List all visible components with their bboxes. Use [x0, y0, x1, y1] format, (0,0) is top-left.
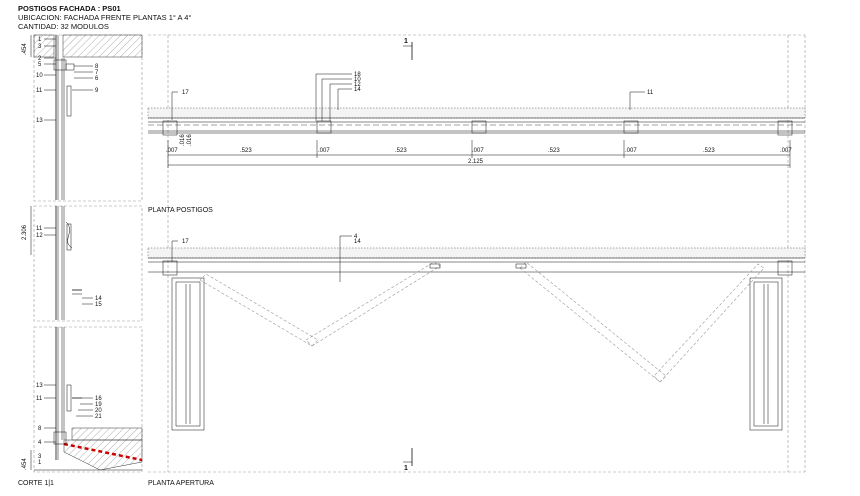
svg-text:7: 7	[95, 70, 99, 76]
svg-text:11: 11	[36, 226, 43, 232]
plan-dimensions	[167, 140, 791, 168]
callout-10: 10	[354, 77, 361, 83]
view-label-planta-postigos: PLANTA POSTIGOS	[148, 207, 213, 214]
drawing-location: UBICACION: FACHADA FRENTE PLANTAS 1° A 4…	[18, 13, 192, 22]
callout-17: 17	[182, 90, 189, 96]
plan-apertura-wall	[147, 247, 806, 276]
dim-total: 2.125	[468, 159, 484, 165]
section-cut-marker	[403, 42, 413, 466]
svg-text:4: 4	[38, 440, 42, 446]
svg-text:3: 3	[38, 44, 42, 50]
section-frames	[33, 34, 143, 473]
dim-seg-5: .007	[472, 148, 484, 154]
callout-18: 18	[354, 72, 361, 78]
dim-seg-7: .007	[625, 148, 637, 154]
callout-11: 11	[647, 90, 654, 96]
callout-12: 12	[354, 82, 361, 88]
section-bottom-slab	[34, 427, 143, 471]
svg-text:11: 11	[36, 88, 43, 94]
plan-apertura-leaves	[171, 277, 783, 431]
svg-text:19: 19	[95, 402, 102, 408]
dim-seg-6: .523	[548, 148, 560, 154]
view-label-corte: CORTE 1|1	[18, 480, 54, 487]
svg-text:8: 8	[95, 64, 99, 70]
dim-vertical-small: .016	[187, 134, 193, 146]
svg-text:2: 2	[38, 56, 42, 62]
drawing-quantity: CANTIDAD: 32 MODULOS	[18, 22, 109, 31]
dim-seg-9: .007	[780, 148, 792, 154]
dim-vertical-small-2: .016	[180, 134, 186, 146]
callout-17-apertura: 17	[182, 239, 189, 245]
section-mark-top: 1	[404, 38, 408, 45]
section-mark-bottom: 1	[404, 465, 408, 472]
dim-seg-3: .007	[318, 148, 330, 154]
svg-text:15: 15	[95, 302, 102, 308]
svg-text:11: 11	[36, 396, 43, 402]
dim-seg-8: .523	[703, 148, 715, 154]
view-label-planta-apertura: PLANTA APERTURA	[148, 480, 214, 487]
svg-text:10: 10	[36, 73, 43, 79]
svg-text:20: 20	[95, 408, 102, 414]
section-callouts-mid: 11 12 14 15	[36, 226, 102, 308]
plan-postigos-callouts	[171, 73, 645, 121]
svg-text:1: 1	[38, 460, 42, 466]
callout-14-apertura: 14	[354, 239, 361, 245]
dim-seg-1: .007	[166, 148, 178, 154]
svg-text:9: 9	[95, 88, 99, 94]
plan-apertura-folding	[199, 261, 765, 383]
plan-postigos-wall	[147, 107, 806, 136]
section-callouts-top: 1 3 2 5 10 11 13 8 7 6 9	[36, 37, 99, 124]
svg-text:13: 13	[36, 383, 43, 389]
section-callouts-low: 13 11 8 4 3 1 16 19 20 21	[36, 383, 102, 466]
section-shutter-profile	[53, 35, 82, 460]
svg-text:8: 8	[38, 426, 42, 432]
svg-text:13: 13	[36, 118, 43, 124]
drawing-title: POSTIGOS FACHADA : PS01	[18, 4, 121, 13]
svg-text:5: 5	[38, 62, 42, 68]
plan-apertura-callouts	[171, 235, 352, 282]
svg-text:21: 21	[95, 414, 102, 420]
dim-seg-2: .523	[240, 148, 252, 154]
svg-text:16: 16	[95, 396, 102, 402]
svg-text:3: 3	[38, 454, 42, 460]
svg-text:12: 12	[36, 233, 43, 239]
svg-text:14: 14	[95, 296, 102, 302]
callout-4-apertura: 4	[354, 234, 358, 240]
dim-section-top: .454	[22, 43, 28, 55]
svg-text:1: 1	[38, 37, 42, 43]
callout-14: 14	[354, 87, 361, 93]
dim-seg-4: .523	[395, 148, 407, 154]
svg-text:6: 6	[95, 76, 99, 82]
dim-section-bottom: .454	[22, 458, 28, 470]
dim-section-mid: 2.306	[22, 224, 28, 240]
